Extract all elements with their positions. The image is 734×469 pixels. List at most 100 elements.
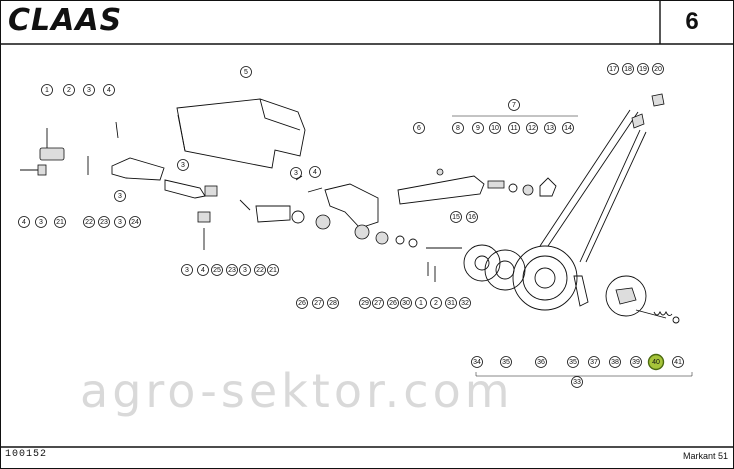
callout-number: 39: [632, 359, 640, 366]
callout-number: 3: [243, 267, 247, 274]
callout-circle: [430, 297, 442, 309]
callout-circle: [571, 376, 583, 388]
callout-number: 20: [654, 66, 662, 73]
callout-4: 4: [18, 216, 30, 228]
callout-3: 3: [177, 159, 189, 171]
callout-number: 31: [447, 300, 455, 307]
callout-number: 26: [389, 300, 397, 307]
callout-40: 40: [647, 353, 665, 371]
callout-number: 34: [473, 359, 481, 366]
callout-circle: [508, 99, 520, 111]
callout-number: 35: [569, 359, 577, 366]
callout-number: 18: [624, 66, 632, 73]
callout-circle: [471, 356, 483, 368]
callout-circle: [226, 264, 238, 276]
callout-number: 36: [537, 359, 545, 366]
callout-19: 19: [637, 63, 649, 75]
callout-circle: [609, 356, 621, 368]
callout-2: 2: [63, 84, 75, 96]
callout-circle: [197, 264, 209, 276]
callout-3: 3: [181, 264, 193, 276]
callout-circle: [359, 297, 371, 309]
callout-31: 31: [445, 297, 457, 309]
claas-logo: CLAAS: [8, 3, 123, 38]
callout-4: 4: [103, 84, 115, 96]
callout-26: 26: [296, 297, 308, 309]
callout-36: 36: [535, 356, 547, 368]
callout-circle: [83, 84, 95, 96]
callout-number: 13: [546, 125, 554, 132]
callout-number: 17: [609, 66, 617, 73]
callout-circle: [535, 356, 547, 368]
callout-circle: [500, 356, 512, 368]
callout-number: 6: [417, 125, 421, 132]
callout-39: 39: [630, 356, 642, 368]
callout-number: 22: [85, 219, 93, 226]
callout-number: 3: [87, 87, 91, 94]
callout-34: 34: [471, 356, 483, 368]
callout-16: 16: [466, 211, 478, 223]
callout-number: 12: [528, 125, 536, 132]
callout-circle: [588, 356, 600, 368]
callout-3: 3: [35, 216, 47, 228]
callout-circle: [400, 297, 412, 309]
callout-number: 25: [213, 267, 221, 274]
callout-number: 29: [361, 300, 369, 307]
callout-circle: [239, 264, 251, 276]
highlighted-callout-circle: [647, 353, 665, 371]
callout-number: 4: [22, 219, 26, 226]
callout-number: 23: [100, 219, 108, 226]
callout-17: 17: [607, 63, 619, 75]
part-outlines: [20, 93, 693, 377]
callout-28: 28: [327, 297, 339, 309]
callout-32: 32: [459, 297, 471, 309]
callout-circle: [526, 122, 538, 134]
callout-29: 29: [359, 297, 371, 309]
callout-number: 40: [652, 359, 660, 366]
document-number: 100152: [5, 449, 48, 460]
callout-27: 27: [312, 297, 324, 309]
callout-number: 3: [185, 267, 189, 274]
callout-6: 6: [413, 122, 425, 134]
callout-1: 1: [41, 84, 53, 96]
callout-35: 35: [500, 356, 512, 368]
callout-13: 13: [544, 122, 556, 134]
callout-38: 38: [609, 356, 621, 368]
callout-circle: [181, 264, 193, 276]
callout-number: 24: [131, 219, 139, 226]
callout-circle: [309, 166, 321, 178]
callout-number: 7: [512, 102, 516, 109]
callout-number: 32: [461, 300, 469, 307]
callout-circle: [637, 63, 649, 75]
callout-number: 41: [674, 359, 682, 366]
callout-circle: [296, 297, 308, 309]
callout-circle: [508, 122, 520, 134]
callout-circle: [211, 264, 223, 276]
callout-circle: [103, 84, 115, 96]
callout-circle: [18, 216, 30, 228]
callout-14: 14: [562, 122, 574, 134]
callout-25: 25: [211, 264, 223, 276]
callout-number: 2: [434, 300, 438, 307]
callout-21: 21: [267, 264, 279, 276]
callout-circle: [567, 356, 579, 368]
model-name: Markant 51: [682, 451, 728, 461]
callout-4: 4: [309, 166, 321, 178]
callout-number: 3: [181, 162, 185, 169]
callout-number: 23: [228, 267, 236, 274]
callout-number: 9: [476, 125, 480, 132]
callout-circle: [472, 122, 484, 134]
callout-number: 3: [294, 170, 298, 177]
callout-15: 15: [450, 211, 462, 223]
callout-3: 3: [114, 190, 126, 202]
callout-circle: [327, 297, 339, 309]
callout-circle: [41, 84, 53, 96]
callout-number: 4: [313, 169, 317, 176]
callout-number: 35: [502, 359, 510, 366]
callout-number: 15: [452, 214, 460, 221]
callout-3: 3: [83, 84, 95, 96]
callout-circle: [466, 211, 478, 223]
